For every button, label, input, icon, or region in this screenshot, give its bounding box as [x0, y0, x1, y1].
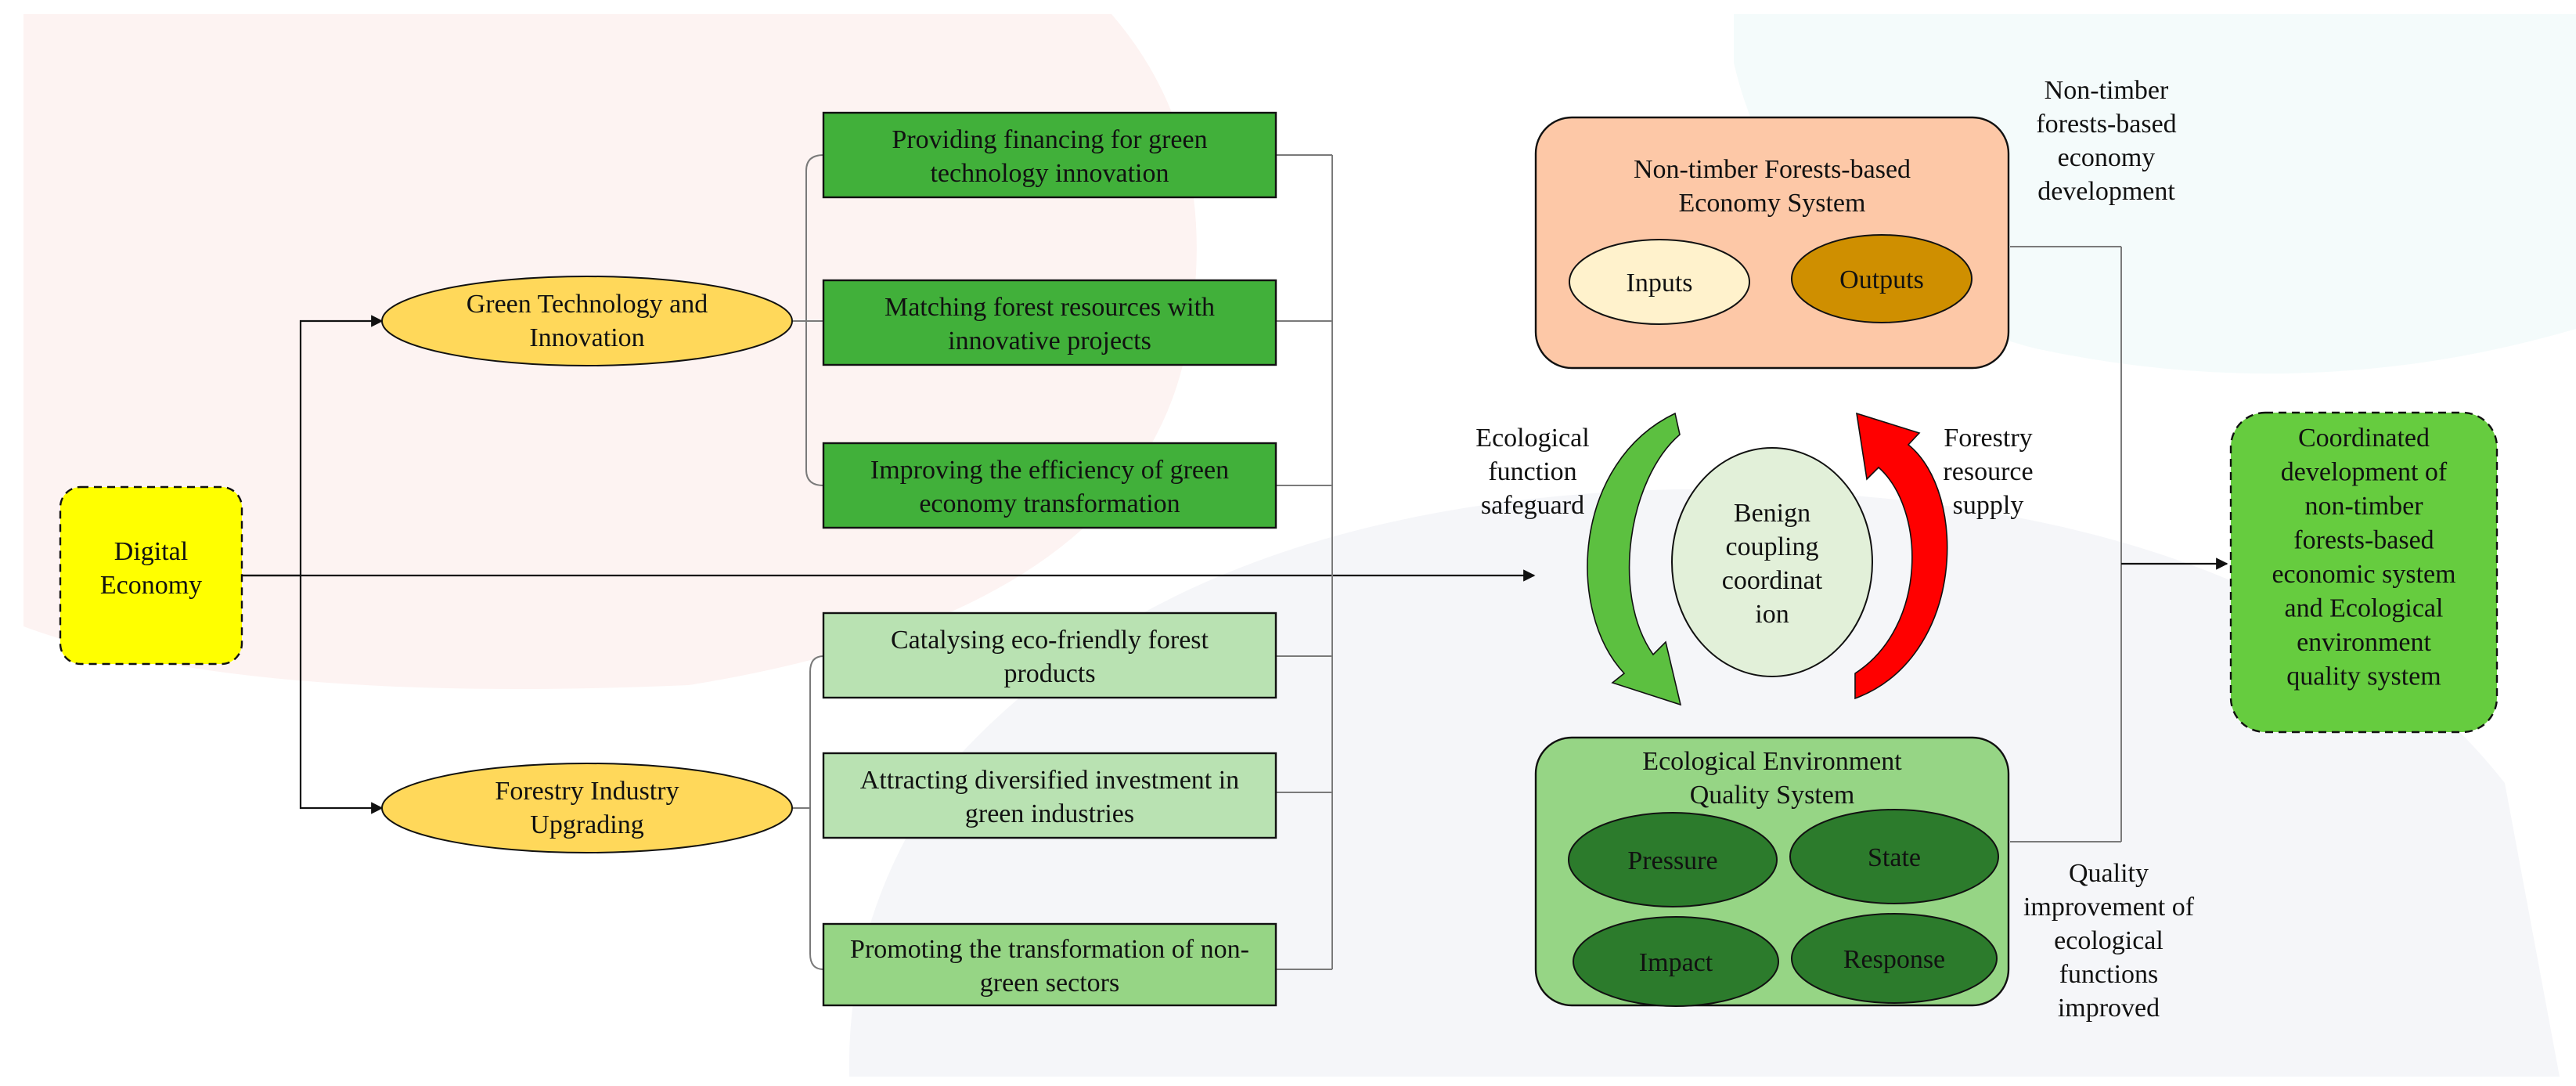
text-line: Benign	[1734, 499, 1810, 528]
text-line: improvement of	[2023, 893, 2195, 922]
green-tech-ellipse	[381, 276, 793, 366]
text-line: resource	[1943, 457, 2033, 486]
text-line: Green Technology and	[467, 290, 708, 319]
text-line: Ecological	[1475, 424, 1589, 453]
text-line: environment	[2297, 628, 2431, 657]
mechanism-box-4	[822, 612, 1277, 699]
response-ellipse	[1791, 913, 1998, 1004]
text-line: ecological	[2054, 926, 2163, 955]
text-line: functions	[2059, 960, 2159, 989]
mechanism-box-3	[822, 442, 1277, 529]
text-line: Attracting diversified investment in	[860, 766, 1239, 795]
text-line: Promoting the transformation of non-	[850, 935, 1249, 964]
text-line: green sectors	[980, 969, 1119, 998]
text-line: coordinat	[1722, 566, 1823, 595]
mechanism-label-2: Matching forest resources with innovative…	[884, 293, 1215, 355]
text-line: innovative projects	[948, 327, 1151, 355]
text-line: safeguard	[1481, 491, 1584, 520]
mechanism-boxes: Providing financing for green technology …	[822, 111, 1277, 1007]
text-line: quality system	[2286, 662, 2441, 691]
text-line: Non-timber Forests-based	[1634, 155, 1911, 184]
mechanism-box-5	[822, 752, 1277, 839]
text-line: economy transformation	[919, 489, 1180, 518]
mechanism-box-6	[822, 922, 1277, 1007]
outputs-ellipse	[1791, 234, 1973, 323]
brace-lines	[792, 154, 2122, 970]
forestry-resource-arrow	[1854, 412, 1948, 700]
text-line: Innovation	[529, 323, 644, 352]
text-line: Providing financing for green	[892, 125, 1207, 154]
text-line: and Ecological	[2285, 594, 2444, 623]
quality-improvement-note: Quality improvement of ecological functions…	[2023, 859, 2195, 1023]
ecological-function-label: Ecological function safeguard	[1475, 424, 1589, 520]
text-line: Catalysing eco-friendly forest	[891, 626, 1209, 655]
text-line: Upgrading	[530, 810, 643, 839]
forestry-ellipse	[381, 763, 793, 853]
text-line: ion	[1755, 600, 1789, 629]
mechanism-box-1	[822, 111, 1277, 199]
text-line: forests-based	[2293, 526, 2434, 555]
coordinated-development-node	[2229, 411, 2499, 734]
text-line: products	[1003, 659, 1095, 688]
text-line: green industries	[965, 799, 1134, 828]
text-line: function	[1488, 457, 1576, 486]
mechanism-label-1: Providing financing for green technology …	[892, 125, 1207, 188]
response-label: Response	[1843, 945, 1945, 974]
branch-to-forestry	[299, 575, 384, 814]
text-line: Forestry	[1944, 424, 2032, 453]
text-line: development of	[2281, 458, 2448, 487]
impact-ellipse	[1573, 916, 1779, 1007]
digital-economy-node	[59, 485, 243, 666]
text-line: Improving the efficiency of green	[870, 456, 1229, 485]
inputs-label: Inputs	[1627, 269, 1693, 298]
text-line: Coordinated	[2298, 424, 2430, 453]
text-line: supply	[1953, 491, 2024, 520]
impact-label: Impact	[1639, 948, 1713, 977]
inputs-ellipse	[1569, 239, 1750, 325]
text-line: Quality	[2069, 859, 2149, 888]
coupling-label: Benign coupling coordinat ion	[1722, 499, 1823, 629]
text-line: economic system	[2272, 560, 2455, 589]
text-line: improved	[2058, 994, 2160, 1023]
text-line: Forestry Industry	[495, 777, 679, 806]
text-line: economy	[2058, 143, 2156, 172]
connector-lines	[243, 315, 1536, 814]
mechanism-label-3: Improving the efficiency of green economy…	[870, 456, 1229, 518]
text-line: coupling	[1726, 532, 1819, 561]
text-line: Quality System	[1690, 781, 1855, 810]
pressure-ellipse	[1568, 812, 1778, 907]
mechanism-box-2	[822, 279, 1277, 366]
forestry-resource-label: Forestry resource supply	[1943, 424, 2033, 520]
coordinated-development-label: Coordinated development of non-timber fores…	[2272, 424, 2455, 691]
text-line: forests-based	[2036, 110, 2176, 139]
text-line: technology innovation	[930, 159, 1169, 188]
mechanism-label-4: Catalysing eco-friendly forest products	[891, 626, 1209, 688]
text-line: development	[2037, 177, 2175, 206]
pressure-label: Pressure	[1627, 846, 1717, 875]
nontimber-development-note: Non-timber forests-based economy developmen…	[2036, 76, 2176, 206]
text-line: Digital	[114, 537, 188, 566]
state-ellipse	[1789, 809, 1999, 904]
text-line: Non-timber	[2045, 76, 2169, 105]
state-label: State	[1868, 843, 1921, 872]
coupling-ellipse	[1671, 447, 1873, 677]
text-line: Ecological Environment	[1642, 747, 1902, 776]
mechanism-label-5: Attracting diversified investment in gree…	[860, 766, 1239, 828]
outputs-label: Outputs	[1839, 265, 1924, 294]
text-line: Economy System	[1679, 189, 1866, 218]
text-line: Matching forest resources with	[884, 293, 1215, 322]
text-line: non-timber	[2304, 492, 2423, 521]
ecological-function-arrow	[1587, 412, 1682, 706]
text-line: Economy	[100, 571, 202, 600]
mechanism-label-6: Promoting the transformation of non-gree…	[850, 935, 1249, 998]
